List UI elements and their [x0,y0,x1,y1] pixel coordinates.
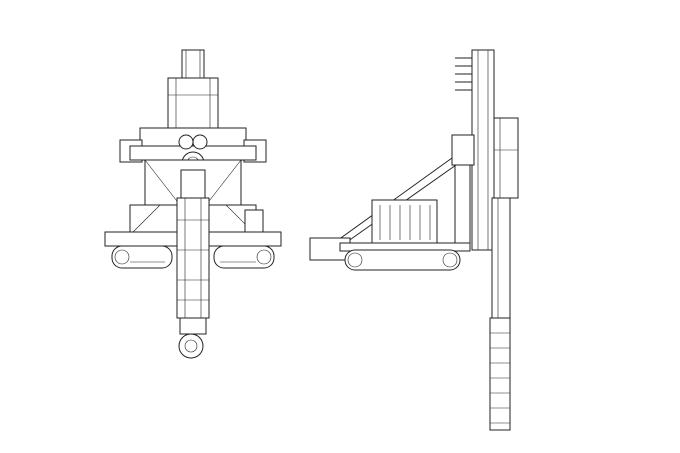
pulley-left [178,134,194,150]
cutter-column [176,169,210,359]
cutter-wheel [178,333,204,359]
mast [451,49,519,251]
carrier-body [309,199,471,261]
mast-top [167,49,219,129]
mast-fins [455,57,472,91]
side-crawler [344,249,461,271]
pulley-right [192,134,208,150]
front-view [104,49,282,359]
side-cutter-column [489,197,511,431]
side-view [309,49,519,431]
crawler [111,245,275,269]
